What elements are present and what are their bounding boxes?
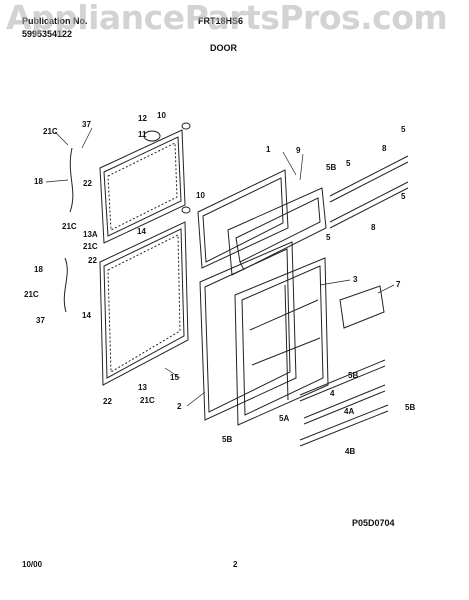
drawing-code: P05D0704	[352, 518, 395, 528]
callout-5-right-top: 5	[401, 125, 406, 134]
callout-5a: 5A	[279, 414, 289, 423]
callout-7: 7	[396, 280, 401, 289]
freezer-gasket	[197, 169, 289, 269]
section-title: DOOR	[210, 43, 237, 53]
hinge-pin-mid	[181, 206, 191, 214]
callout-12: 12	[138, 114, 147, 123]
callout-21c-mid: 21C	[62, 222, 77, 231]
callout-labels: 37 21C 18 22 21C 12 10 11 10 13A 14 21C …	[24, 111, 415, 456]
callout-5b-mid: 5B	[348, 371, 358, 380]
fresh-food-door-liner	[234, 257, 329, 426]
callout-10-upper: 10	[157, 111, 166, 120]
callout-21c-upper: 21C	[43, 127, 58, 136]
watermark-logo: AppliancePartsPros.com	[6, 0, 448, 37]
callout-37-upper: 37	[82, 120, 91, 129]
callout-21c-bottom: 21C	[140, 396, 155, 405]
callout-5b-bottom: 5B	[222, 435, 232, 444]
callout-5-mid: 5	[326, 233, 331, 242]
callout-9: 9	[296, 146, 301, 155]
callout-8-upper: 8	[382, 144, 387, 153]
footer-date: 10/00	[22, 560, 43, 569]
callout-22-lower: 22	[103, 397, 112, 406]
freezer-door-liner	[227, 187, 327, 276]
wire-harness-upper	[69, 147, 74, 213]
publication-number: 5995354122	[22, 29, 73, 39]
callout-13a: 13A	[83, 230, 98, 239]
callout-8-lower: 8	[371, 223, 376, 232]
callout-14-lower: 14	[82, 311, 91, 320]
callout-18-lower: 18	[34, 265, 43, 274]
model-number: FRT18HS6	[198, 16, 244, 26]
hinge-pin-top	[181, 122, 191, 130]
fresh-food-gasket	[199, 241, 297, 421]
callout-10-mid: 10	[196, 191, 205, 200]
callout-21c-lower: 21C	[83, 242, 98, 251]
callout-13: 13	[138, 383, 147, 392]
callout-4: 4B	[345, 447, 355, 456]
shelf-rail	[329, 155, 409, 197]
callout-21c-side: 21C	[24, 290, 39, 299]
fresh-food-door-frame	[99, 221, 189, 386]
callout-18-upper: 18	[34, 177, 43, 186]
footer-page-number: 2	[233, 560, 238, 569]
callout-5-right: 5	[401, 192, 406, 201]
dairy-bin	[339, 285, 385, 329]
callout-11: 11	[138, 130, 147, 139]
freezer-door-frame	[99, 129, 186, 244]
callout-2: 2	[177, 402, 182, 411]
callout-5b-upper: 5B	[326, 163, 336, 172]
callout-15: 15	[170, 373, 179, 382]
callout-37-lower: 37	[36, 316, 45, 325]
callout-4b: 4	[330, 389, 335, 398]
callout-4a: 4A	[344, 407, 354, 416]
callout-14-upper: 14	[137, 227, 146, 236]
handle-cap	[143, 130, 161, 142]
callout-5b-right: 5B	[405, 403, 415, 412]
wire-harness-lower	[63, 257, 68, 313]
callout-1: 1	[266, 145, 271, 154]
callout-5-upper: 5	[346, 159, 351, 168]
callout-3: 3	[353, 275, 358, 284]
callout-22-mid: 22	[88, 256, 97, 265]
callout-22-upper: 22	[83, 179, 92, 188]
publication-label: Publication No.	[22, 16, 88, 26]
